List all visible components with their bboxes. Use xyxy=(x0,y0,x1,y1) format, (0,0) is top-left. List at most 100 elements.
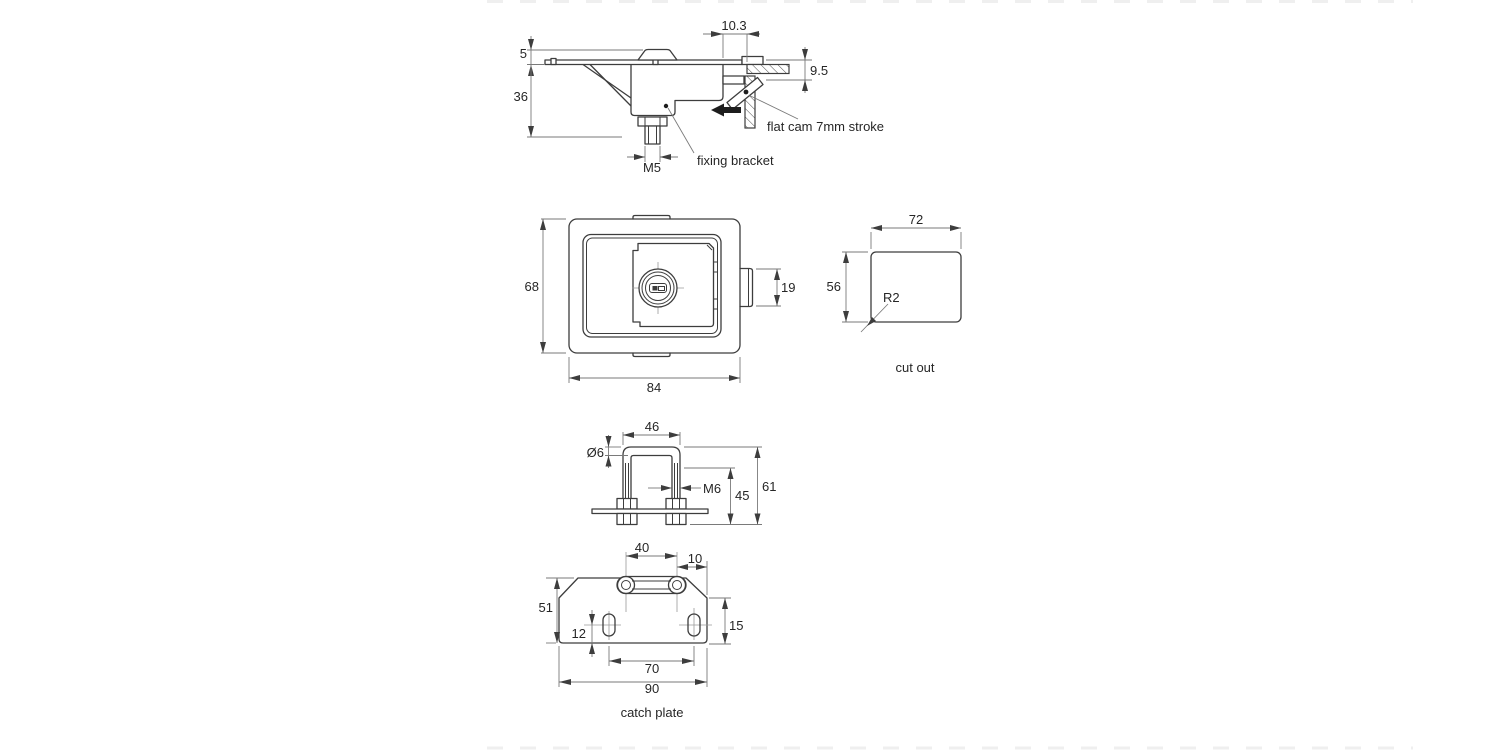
plate-screw-tick xyxy=(550,57,557,66)
dimension-front-width: 84 xyxy=(568,357,741,395)
bottom-tab xyxy=(632,352,671,358)
dim-text-front-width: 84 xyxy=(647,380,661,395)
lock-cylinder-ring xyxy=(641,271,675,305)
clamp-plate xyxy=(591,508,709,515)
mounting-stud xyxy=(644,125,661,145)
dimension-stud-thread: M5 xyxy=(627,146,678,175)
dim-text-panel-proud: 5 xyxy=(520,46,527,61)
flange-plate xyxy=(544,59,743,66)
door-panel-section-horizontal xyxy=(746,63,790,75)
dimension-hole-centres: 70 xyxy=(608,646,695,676)
side-view: 10.3 5 36 M5 xyxy=(514,18,885,175)
dimension-side-tab: 19 xyxy=(756,268,795,307)
dim-text-ubolt-width: 46 xyxy=(645,419,659,434)
bezel-outline xyxy=(568,218,741,354)
cutout-view: 72 56 R2 cut out xyxy=(827,212,962,375)
dim-text-body-depth: 36 xyxy=(514,89,528,104)
dimension-ubolt-width: 46 xyxy=(622,419,681,445)
roll-end-inner xyxy=(672,580,682,590)
dim-text-side-height: 15 xyxy=(729,618,743,633)
dimension-ubolt-thread: M6 xyxy=(648,481,721,496)
dimension-clamp-length: 45 xyxy=(684,467,749,525)
dimension-plate-width: 90 xyxy=(558,646,708,696)
dimension-plate-height: 51 xyxy=(539,577,574,644)
slotted-hole xyxy=(687,613,701,637)
dim-text-cutout-width: 72 xyxy=(909,212,923,227)
cutout-rectangle xyxy=(870,251,962,323)
dim-text-corner-radius: R2 xyxy=(883,290,900,305)
cutout-caption: cut out xyxy=(895,360,934,375)
dim-text-hole-centres: 70 xyxy=(645,661,659,676)
leader-dot xyxy=(663,103,669,109)
panel-hinge-tick xyxy=(713,298,718,310)
key-slot xyxy=(649,283,667,293)
dimension-grip-depth: 9.5 xyxy=(766,47,828,93)
front-view: 68 84 19 xyxy=(525,214,795,395)
dim-text-cam-gap: 10.3 xyxy=(721,18,746,33)
dimension-rod-diameter: Ø6 xyxy=(587,435,628,468)
bracket-strut-line xyxy=(589,63,632,107)
catch-plate-outline xyxy=(558,577,708,644)
dimension-hole-to-edge: 12 xyxy=(572,610,595,657)
dimension-edge-offset: 10 xyxy=(677,551,708,595)
ubolt-view: 46 Ø6 M6 45 xyxy=(587,419,776,526)
lower-nut xyxy=(616,512,638,526)
cam-boss xyxy=(722,75,745,85)
dimension-corner-radius: R2 xyxy=(860,290,900,333)
roll-end xyxy=(667,575,687,595)
dimension-panel-proud: 5 xyxy=(520,36,643,76)
recess-outline xyxy=(582,233,722,338)
dim-text-ubolt-height: 61 xyxy=(762,479,776,494)
upper-nut xyxy=(665,497,687,510)
label-flat-cam: flat cam 7mm stroke xyxy=(749,95,884,134)
dim-text-front-height: 68 xyxy=(525,279,539,294)
bracket-hex-nut xyxy=(637,116,668,127)
slotted-hole xyxy=(602,613,616,637)
latch-tab xyxy=(739,267,754,308)
u-bolt-outer xyxy=(622,446,681,510)
catch-plate-view: 40 10 51 12 xyxy=(539,540,744,720)
flat-cam-label: flat cam 7mm stroke xyxy=(767,119,884,134)
plate-lip xyxy=(741,55,764,66)
cam-rivet xyxy=(743,89,749,95)
dim-text-ubolt-thread: M6 xyxy=(703,481,721,496)
cam-direction-arrow-icon xyxy=(711,103,741,117)
dim-text-plate-height: 51 xyxy=(539,600,553,615)
dim-text-stud-thread: M5 xyxy=(643,160,661,175)
lock-housing xyxy=(630,63,724,117)
lower-nut xyxy=(665,512,687,526)
lock-cylinder-core xyxy=(645,275,671,301)
roll-end xyxy=(616,575,636,595)
door-panel-section-vertical xyxy=(744,75,756,129)
handle-dome xyxy=(637,48,678,61)
upper-nut xyxy=(616,497,638,510)
label-fixing-bracket: fixing bracket xyxy=(663,103,774,168)
dimension-cutout-width: 72 xyxy=(870,212,962,249)
roll-end-inner xyxy=(621,580,631,590)
dim-text-hole-to-edge: 12 xyxy=(572,626,586,641)
key-slot-block xyxy=(652,286,658,291)
dim-text-clamp-length: 45 xyxy=(735,488,749,503)
dimension-side-height: 15 xyxy=(709,597,743,645)
key-slot-bar xyxy=(658,286,665,291)
dimension-cutout-height: 56 xyxy=(827,251,868,323)
panel-hinge-tick xyxy=(713,261,718,273)
dimension-front-height: 68 xyxy=(525,218,566,354)
dimension-slot-centres: 40 xyxy=(626,540,677,559)
dim-text-cutout-height: 56 xyxy=(827,279,841,294)
dim-text-edge-offset: 10 xyxy=(688,551,702,566)
dim-text-plate-width: 90 xyxy=(645,681,659,696)
dim-text-grip-depth: 9.5 xyxy=(810,63,828,78)
catch-plate-caption: catch plate xyxy=(621,705,684,720)
top-tab xyxy=(632,214,671,220)
dimension-ubolt-height: 61 xyxy=(684,446,776,525)
u-bolt-inner xyxy=(630,454,673,510)
dim-text-slot-centres: 40 xyxy=(635,540,649,555)
dimension-cam-gap: 10.3 xyxy=(703,18,760,62)
dimension-body-depth: 36 xyxy=(514,64,622,138)
panel-corner-tick xyxy=(706,244,713,251)
dim-text-side-tab: 19 xyxy=(781,280,795,295)
catch-roll-slot xyxy=(616,575,687,595)
